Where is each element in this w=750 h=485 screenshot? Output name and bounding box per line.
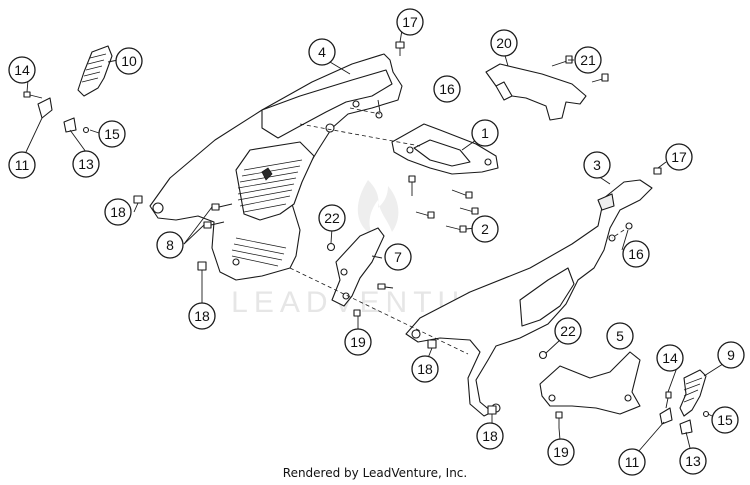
svg-text:8: 8 [166,237,174,253]
callout-11-left: 11 [8,151,36,179]
svg-text:20: 20 [496,35,512,51]
svg-text:19: 19 [553,444,569,460]
callout-15-left: 15 [98,120,126,148]
svg-text:18: 18 [417,361,433,377]
callout-16-top: 16 [433,75,461,103]
svg-text:18: 18 [110,204,126,220]
svg-text:15: 15 [717,412,733,428]
bolt-21 [551,55,609,83]
svg-text:22: 22 [560,323,576,339]
svg-text:2: 2 [481,221,489,237]
part-13-left-washer [63,117,77,133]
callout-18-c: 18 [411,355,439,383]
svg-text:4: 4 [318,44,326,60]
washer-22-left [326,242,336,252]
svg-text:19: 19 [350,334,366,350]
part-10-left-footpeg [77,45,113,97]
callout-22-right: 22 [554,317,582,345]
svg-text:14: 14 [14,62,30,78]
svg-text:10: 10 [121,53,137,69]
callout-14-right: 14 [656,344,684,372]
svg-text:11: 11 [625,454,640,470]
svg-text:5: 5 [616,328,624,344]
svg-text:11: 11 [15,157,30,173]
part-20-grab-handle [485,63,587,121]
callout-20: 20 [490,29,518,57]
part-11-left-plate [37,97,53,119]
bolt-17-top [395,41,405,56]
callout-10: 10 [115,47,143,75]
callout-17-top: 17 [396,8,424,36]
callout-16-right: 16 [622,240,650,268]
bolt-18-b [197,261,207,271]
svg-text:7: 7 [394,249,402,265]
washer-22-right [538,350,548,360]
assembly-lines [289,107,625,355]
callout-5: 5 [606,322,634,350]
part-9-right-footpeg [679,369,707,417]
callout-21: 21 [574,46,602,74]
svg-text:1: 1 [481,125,489,141]
callout-4: 4 [308,38,336,66]
bolt-17-right [653,167,662,175]
fastener-bolts [23,41,710,428]
render-credit-caption: Rendered by LeadVenture, Inc. [282,466,468,480]
svg-text:18: 18 [482,428,498,444]
bolt-18-a [133,195,143,204]
part-5-right-peg-bracket [539,351,641,415]
part-1-bracket [391,123,499,175]
callout-18-a: 18 [104,198,132,226]
washer-15-left [82,126,90,134]
bolt-18-c [427,339,437,349]
washer-16-top [375,111,383,119]
callout-19-right: 19 [547,438,575,466]
svg-text:9: 9 [727,347,735,363]
svg-text:16: 16 [439,81,455,97]
svg-text:3: 3 [593,157,601,173]
part-13-right-washer [679,419,693,435]
bolt-14-right [665,391,672,409]
callout-3: 3 [583,151,611,179]
callout-18-d: 18 [476,422,504,450]
bolts-2 [408,175,479,233]
svg-text:21: 21 [580,52,596,68]
svg-text:14: 14 [662,350,678,366]
svg-text:15: 15 [104,126,120,142]
callout-17-right: 17 [665,143,693,171]
callout-8: 8 [156,231,184,259]
svg-text:17: 17 [402,14,418,30]
callout-15-right: 15 [711,406,739,434]
washer-16-right [625,222,633,230]
bolt-19-right [555,411,563,428]
svg-text:13: 13 [685,453,701,469]
svg-text:16: 16 [628,246,644,262]
callout-18-b: 18 [188,302,216,330]
bolt-14-left [23,91,43,99]
callout-2: 2 [471,215,499,243]
bolts-19-left [353,283,394,317]
callout-1: 1 [471,119,499,147]
part-4-left-frame [149,53,403,281]
svg-text:17: 17 [671,149,687,165]
callout-14-left: 14 [8,56,36,84]
washer-15-right [702,410,710,418]
callouts: 1 2 3 4 5 7 8 9 10 11 11 13 13 14 14 15 … [8,8,745,476]
svg-text:18: 18 [194,308,210,324]
part-3-rear-frame [405,179,653,417]
callout-22-left: 22 [318,204,346,232]
callout-13-left: 13 [72,150,100,178]
part-7-left-peg-bracket [331,227,385,307]
callout-11-right: 11 [618,448,646,476]
callout-7: 7 [384,243,412,271]
bolt-18-d [487,405,497,415]
callout-13-right: 13 [679,447,707,475]
svg-text:13: 13 [78,156,94,172]
part-11-right-plate [659,407,673,425]
svg-text:22: 22 [324,210,340,226]
callout-19-left: 19 [344,328,372,356]
callout-9: 9 [717,341,745,369]
